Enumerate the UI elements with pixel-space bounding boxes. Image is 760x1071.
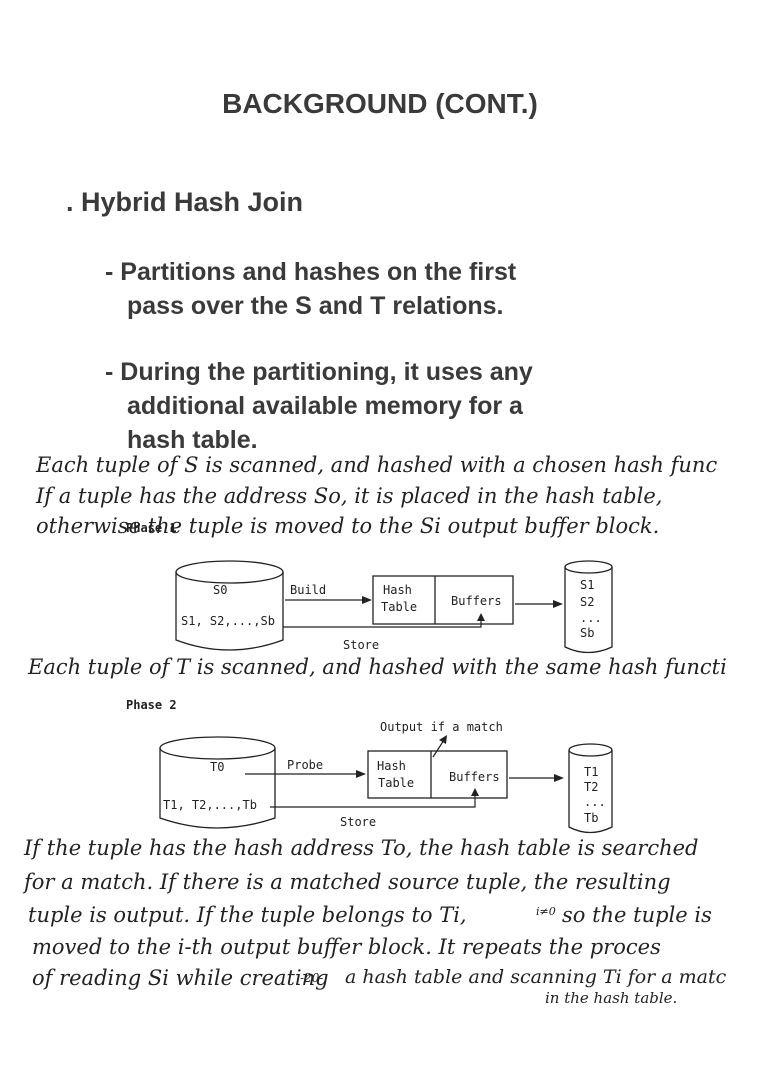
handwritten-margin-mark: i≠0 xyxy=(536,905,556,918)
phase2-label: Phase 2 xyxy=(126,698,177,712)
handwritten-note1-line1: Each tuple of S is scanned, and hashed w… xyxy=(36,453,718,477)
handwritten-note1-line3: otherwise the tuple is moved to the Si o… xyxy=(36,514,660,538)
handwritten-note3-line5-tail: a hash table and scanning Ti for a matc xyxy=(345,966,727,988)
handwritten-note3-line3: tuple is output. If the tuple belongs to… xyxy=(28,903,467,927)
handwritten-note2: Each tuple of T is scanned, and hashed w… xyxy=(28,655,727,679)
phase1-out-s2: S2 xyxy=(580,595,594,609)
phase1-build-arrowhead xyxy=(362,596,372,604)
handwritten-note3-line5: of reading Si while creating xyxy=(32,966,329,990)
bullet-hybrid-hash-join: . Hybrid Hash Join xyxy=(66,187,304,217)
page-title: BACKGROUND (CONT.) xyxy=(222,88,538,119)
phase1-hash-line1: Hash xyxy=(383,583,412,597)
phase2-out-t2: T2 xyxy=(584,780,598,794)
bullet-during-partitioning: - During the partitioning, it uses any a… xyxy=(105,355,533,457)
phase2-out-dots: ... xyxy=(584,795,606,809)
phase1-source-top: S0 xyxy=(213,583,227,597)
phase1-store-line xyxy=(283,618,482,628)
bullet-during-line2: additional available memory for a xyxy=(127,392,523,420)
phase1-out-sb: Sb xyxy=(580,626,594,640)
phase1-store-label: Store xyxy=(343,638,379,652)
phase1-build-label: Build xyxy=(290,583,326,597)
handwritten-note3-line1: If the tuple has the hash address To, th… xyxy=(24,836,699,860)
handwritten-note3-line3-tail: so the tuple is xyxy=(562,903,712,927)
phase2-probe-label: Probe xyxy=(287,758,323,772)
phase2-store-line xyxy=(270,793,476,808)
phase2-hash-line2: Table xyxy=(378,776,414,790)
phase2-hash-buffer-box xyxy=(367,750,508,799)
phase2-output-match: Output if a match xyxy=(380,720,503,734)
phase1-output-cylinder xyxy=(564,560,613,654)
phase1-label: Phase 1 xyxy=(126,521,177,535)
phase2-source-cylinder xyxy=(159,736,276,829)
phase1-source-cylinder xyxy=(175,560,284,651)
phase1-out-s1: S1 xyxy=(580,578,594,592)
handwritten-note3-line6: in the hash table. xyxy=(545,989,678,1007)
bullet-during-line1: - During the partitioning, it uses any xyxy=(105,358,533,386)
phase2-out-t1: T1 xyxy=(584,765,598,779)
phase2-hash-line1: Hash xyxy=(377,759,406,773)
handwritten-note3-line4: moved to the i-th output buffer block. I… xyxy=(32,935,661,959)
bullet-partitions-line2: pass over the S and T relations. xyxy=(127,292,504,320)
phase2-source-bottom: T1, T2,...,Tb xyxy=(163,798,257,812)
bullet-during-line3: hash table. xyxy=(127,426,258,454)
phase1-buffers: Buffers xyxy=(451,594,502,608)
phase1-hash-buffer-box xyxy=(372,575,514,625)
phase2-source-top: T0 xyxy=(210,760,224,774)
page-number: -20- xyxy=(300,971,324,985)
phase2-output-cylinder xyxy=(568,743,613,834)
bullet-partitions-line1: - Partitions and hashes on the first xyxy=(105,258,517,286)
phase2-buffers: Buffers xyxy=(449,770,500,784)
phase1-hash-line2: Table xyxy=(381,600,417,614)
phase2-store-label: Store xyxy=(340,815,376,829)
phase1-source-bottom: S1, S2,...,Sb xyxy=(181,614,275,628)
phase2-match-arrow xyxy=(432,739,445,758)
handwritten-note1-line2: If a tuple has the address So, it is pla… xyxy=(36,484,663,508)
bullet-partitions: - Partitions and hashes on the first pas… xyxy=(105,255,516,323)
phase1-out-dots: ... xyxy=(580,611,602,625)
handwritten-note3-line2: for a match. If there is a matched sourc… xyxy=(24,870,671,894)
phase2-out-tb: Tb xyxy=(584,811,598,825)
